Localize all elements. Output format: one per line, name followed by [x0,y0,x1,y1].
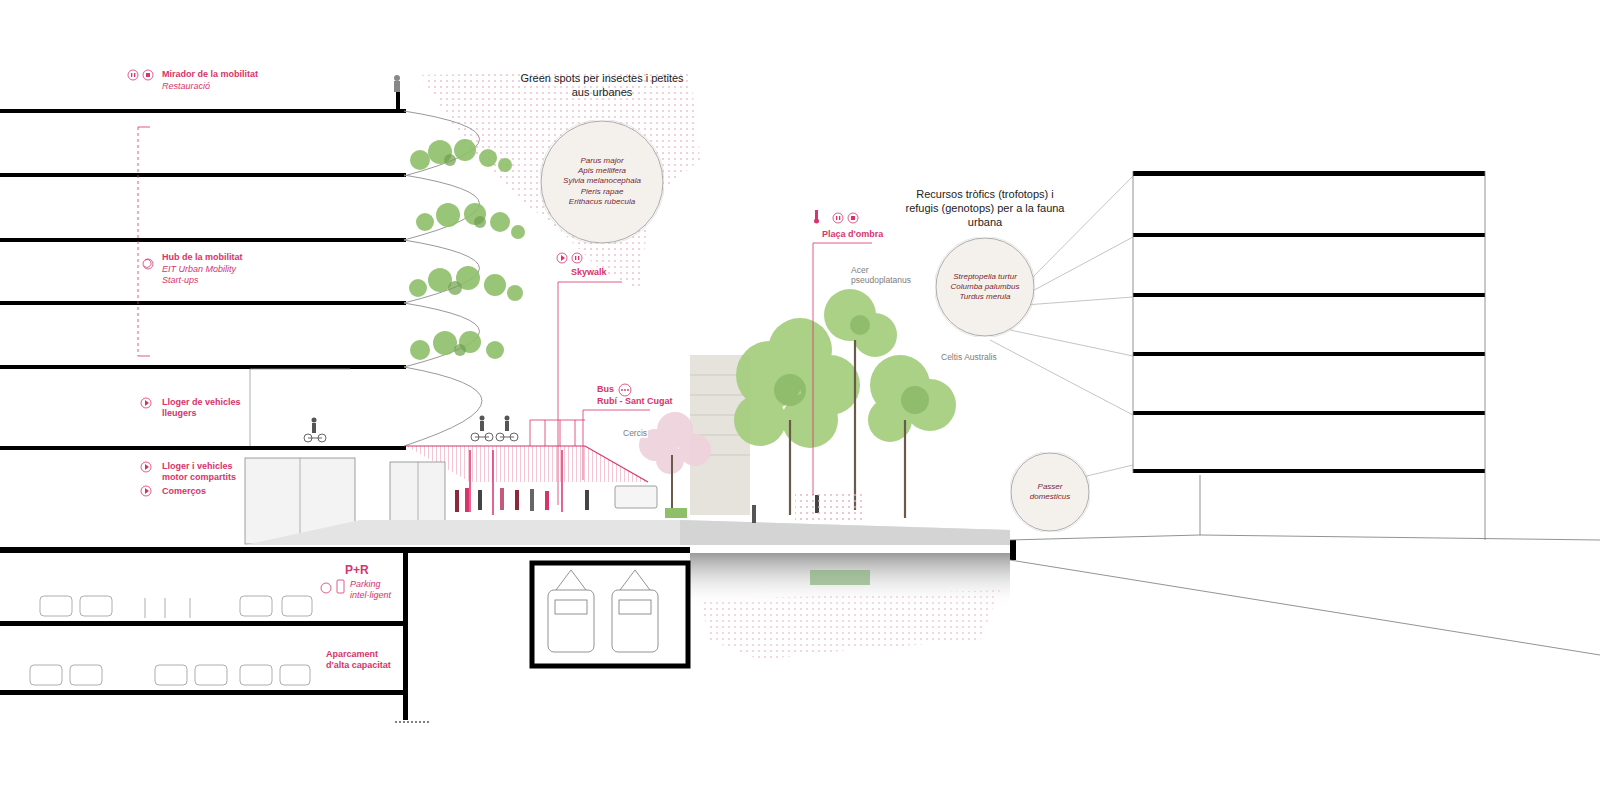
label-text: Lloger i vehicles motor compartits [162,461,242,483]
label-text: Start-ups [162,275,199,286]
label-text: Hub de la mobilitat [162,252,243,263]
label-text: Rubí - Sant Cugat [597,396,673,407]
label-text: Lloger de vehicles lleugers [162,397,242,419]
label-text: Bus [597,384,614,395]
label-text: Parking intel·ligent [350,579,402,601]
label-text: Restauració [162,81,210,92]
label-text: Celtis Australis [940,352,998,362]
species-name: Pieris rapae [581,187,624,197]
species-name: Sylvia melanocephala [563,176,641,186]
species-list: Streptopelia turturColumba palumbusTurdu… [935,237,1035,337]
label-text: Skywalk [571,267,607,278]
species-name: Apis mellifera [578,166,626,176]
species-name: Parus major [580,156,623,166]
species-list: Parus majorApis melliferaSylvia melanoce… [540,120,664,244]
circle-body: Passer domesticus [1010,452,1090,532]
species-list: Passer domesticus [1010,452,1090,532]
label-text: Acer pseudoplatanus [850,265,924,285]
circle-body: Parus majorApis melliferaSylvia melanoce… [540,120,664,244]
label-text: Cercis [622,428,648,438]
label-text: Mirador de la mobilitat [162,69,258,80]
label-text: Comerços [162,486,206,497]
circle-heading: Recursos tròfics (trofotops) i refugis (… [900,188,1070,229]
species-name: Turdus merula [960,292,1011,302]
species-name: Streptopelia turtur [953,272,1017,282]
label-text: Plaça d'ombra [822,229,883,240]
species-name: Passer domesticus [1020,482,1080,503]
circle-heading: Green spots per insectes i petites aus u… [517,72,687,100]
habitat-circle: Green spots per insectes i petites aus u… [517,72,687,244]
habitat-circle: Passer domesticus [1005,452,1095,532]
species-name: Columba palumbus [951,282,1020,292]
label-text: P+R [345,563,369,577]
species-name: Erithacus rubecula [569,197,635,207]
label-text: EIT Urban Mobility [162,264,236,275]
circle-body: Streptopelia turturColumba palumbusTurdu… [935,237,1035,337]
habitat-circle: Recursos tròfics (trofotops) i refugis (… [900,188,1070,337]
label-text: Aparcament d'alta capacitat [326,649,402,671]
